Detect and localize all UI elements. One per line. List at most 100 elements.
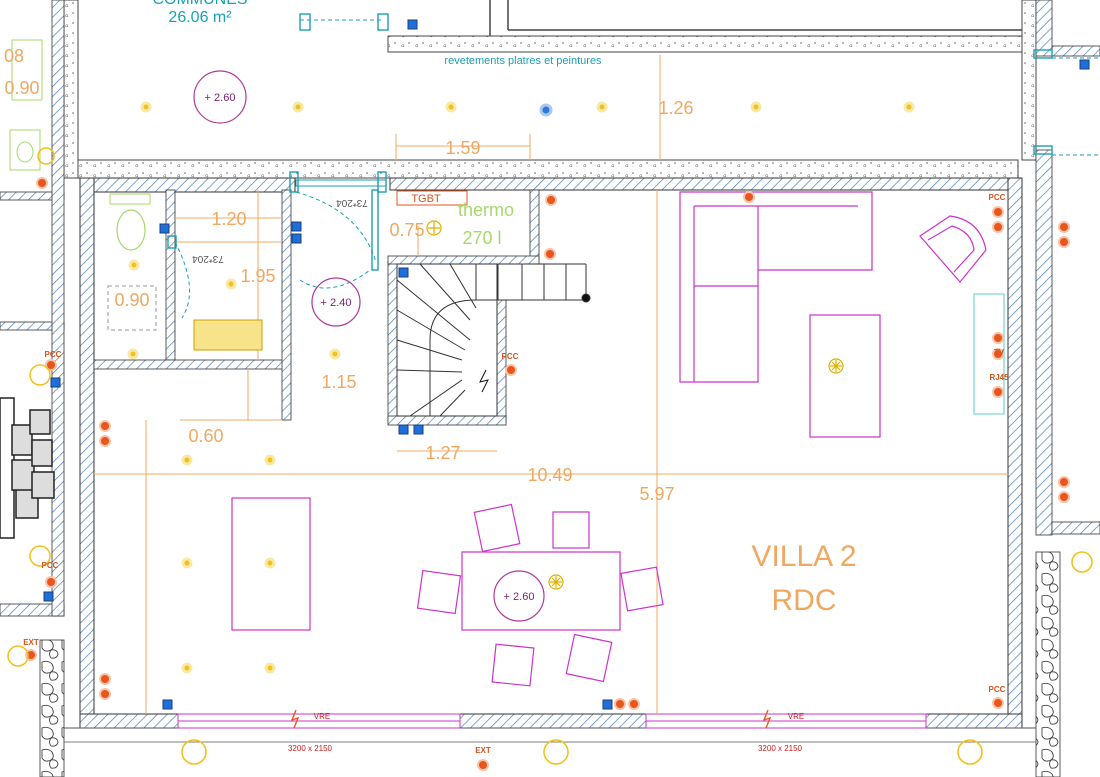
wall-common-right: [1021, 0, 1037, 161]
tgbt-box: [396, 190, 468, 206]
wall-right-neigh-h1: [1051, 45, 1100, 57]
socket: [992, 332, 1004, 344]
height-marker: [493, 570, 545, 622]
left-basin-bowl: [16, 141, 34, 163]
wall-villa-bottom-3: [925, 713, 1023, 729]
wall-left-neigh-v: [51, 0, 65, 617]
pendant-light: [548, 574, 564, 590]
socket: [505, 364, 517, 376]
light-point: [292, 101, 304, 113]
light-point: [596, 101, 608, 113]
pcc-label: PCC: [989, 193, 1006, 202]
switch: [398, 424, 409, 435]
pcc-label: PCC: [45, 350, 62, 359]
dim-10-49: 10.49: [527, 465, 572, 485]
wall-common-bottom: [77, 159, 1019, 179]
finish-note: revetements platres et peintures: [444, 55, 602, 67]
socket: [1058, 476, 1070, 488]
left-wc: [11, 39, 43, 101]
switch: [291, 221, 302, 232]
socket: [992, 221, 1004, 233]
coffee-table: [809, 314, 881, 438]
washbasin: [193, 319, 263, 351]
furniture: [231, 191, 1005, 687]
wall-left-stone: [39, 639, 65, 777]
wall-bath-bottom: [93, 359, 285, 370]
wall-stair-left: [387, 261, 398, 423]
wall-villa-bottom-1: [79, 713, 179, 729]
pcc-label: PCC: [989, 685, 1006, 694]
pcc-label: PCC: [42, 561, 59, 570]
ext-label: EXT: [23, 638, 39, 647]
switch: [159, 223, 170, 234]
socket: [45, 359, 57, 371]
wall-right-stone: [1035, 551, 1061, 777]
switch: [407, 19, 418, 30]
socket: [36, 177, 48, 189]
light-point: [750, 101, 762, 113]
dim-left-08: 08: [4, 46, 24, 66]
height-markers: [193, 70, 545, 622]
dining-table: [461, 551, 621, 631]
light-point: [128, 259, 140, 271]
socket: [992, 386, 1004, 398]
wall-common-left: [63, 0, 79, 179]
wall-right-neigh-v: [1035, 149, 1053, 536]
tgbt-label: TGBT: [411, 193, 441, 205]
wall-bath-right: [281, 189, 292, 421]
dim-1-59: 1.59: [445, 138, 480, 158]
wall-right-neigh-h2: [1051, 521, 1100, 535]
height-marker: [311, 277, 361, 327]
labels: COMMUNES 26.06 m² revetements platres et…: [4, 0, 1009, 755]
socket: [992, 697, 1004, 709]
dim-5-97: 5.97: [639, 484, 674, 504]
switch: [162, 699, 173, 710]
height-label: + 2.40: [321, 297, 352, 309]
window-size-label: 3200 x 2150: [288, 744, 333, 753]
light-point: [264, 557, 276, 569]
wall-villa-bottom-2: [459, 713, 647, 729]
wall-common-top-right: [387, 35, 1039, 53]
pcc-label: PCC: [502, 352, 519, 361]
socket: [992, 206, 1004, 218]
wall-villa-top-left: [79, 177, 296, 193]
socket: [743, 191, 755, 203]
wall-villa-right: [1007, 177, 1023, 729]
thermo-label: thermo: [458, 200, 514, 220]
dim-1-20: 1.20: [211, 209, 246, 229]
staircase: [396, 263, 591, 417]
socket: [1058, 221, 1070, 233]
door-frames: [167, 13, 1053, 271]
toilet-bowl: [116, 209, 146, 251]
socket: [99, 435, 111, 447]
vre-label: VRE: [314, 712, 330, 721]
ext-label: EXT: [475, 746, 491, 755]
socket: [628, 698, 640, 710]
height-label: + 2.60: [205, 92, 236, 104]
vre-label: VRE: [788, 712, 804, 721]
wall-tgbt-bottom: [387, 255, 540, 265]
switch: [398, 267, 409, 278]
socket: [992, 348, 1004, 360]
exterior-lights: [37, 147, 1093, 765]
dim-0-75: 0.75: [389, 220, 424, 240]
level-label: RDC: [772, 584, 837, 617]
wall-right-neigh-top: [1035, 0, 1053, 57]
villa-label: VILLA 2: [751, 540, 856, 573]
switch: [602, 699, 613, 710]
light-point: [127, 348, 139, 360]
socket: [99, 420, 111, 432]
light-point-blue: [539, 103, 553, 117]
wall-stair-right: [496, 299, 507, 423]
light-point: [264, 662, 276, 674]
socket: [1058, 236, 1070, 248]
socket: [614, 698, 626, 710]
dim-0-60: 0.60: [188, 426, 223, 446]
light-point: [181, 454, 193, 466]
light-point: [225, 278, 237, 290]
socket: [544, 248, 556, 260]
height-marker: [193, 70, 247, 124]
socket: [1058, 491, 1070, 503]
